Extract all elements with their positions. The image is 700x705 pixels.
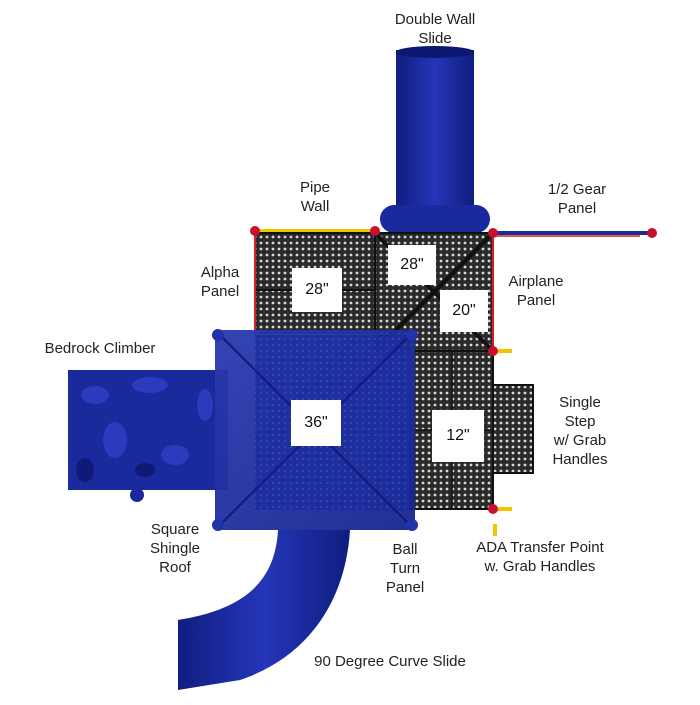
slide-deck-height: 28" [388, 245, 436, 285]
roof-deck-height: 36" [291, 400, 341, 446]
airplane-deck-height: 20" [440, 290, 488, 332]
label-line: Panel [516, 292, 556, 309]
label-line: 90 Degree Curve Slide [314, 653, 466, 670]
label-line: w/ Grab [553, 432, 607, 449]
step-deck-height: 12" [432, 410, 484, 462]
label-line: Shingle [149, 540, 201, 557]
label-line: Alpha [200, 264, 240, 281]
label-line: Single [559, 394, 601, 411]
label-line: Turn [389, 560, 421, 577]
label-line: Wall [300, 198, 330, 215]
label-ball-turn-panel: Ball Turn Panel [375, 540, 435, 597]
label-line: 1/2 Gear [547, 181, 607, 198]
label-line: Pipe [299, 179, 331, 196]
label-line: Bedrock Climber [44, 340, 156, 357]
gear-panel [492, 228, 657, 238]
label-line: Airplane [508, 273, 564, 290]
label-line: Slide [418, 30, 452, 47]
alpha-deck-height: 28" [292, 268, 342, 312]
label-single-step: Single Step w/ Grab Handles [540, 393, 620, 469]
label-square-shingle-roof: Square Shingle Roof [135, 520, 215, 577]
grab-handles [493, 349, 512, 536]
label-line: Handles [552, 451, 608, 468]
label-line: Roof [159, 559, 191, 576]
single-step [492, 384, 534, 474]
label-pipe-wall: Pipe Wall [285, 178, 345, 216]
label-gear-panel: 1/2 Gear Panel [527, 180, 627, 218]
label-ada-transfer-point: ADA Transfer Point w. Grab Handles [460, 538, 620, 576]
label-line: Step [564, 413, 596, 430]
label-line: Panel [557, 200, 597, 217]
label-line: Square [150, 521, 200, 538]
label-airplane-panel: Airplane Panel [496, 272, 576, 310]
label-line: Ball [392, 541, 418, 558]
label-line: Panel [385, 579, 425, 596]
label-line: Panel [200, 283, 240, 300]
label-line: Double Wall [394, 11, 476, 28]
label-curve-slide: 90 Degree Curve Slide [300, 652, 480, 671]
bedrock-climber [68, 370, 228, 502]
label-alpha-panel: Alpha Panel [190, 263, 250, 301]
label-double-wall-slide: Double Wall Slide [375, 10, 495, 48]
label-bedrock-climber: Bedrock Climber [25, 339, 175, 358]
curve-slide [178, 530, 350, 690]
double-wall-slide [380, 46, 490, 233]
posts [250, 226, 498, 514]
label-line: ADA Transfer Point [476, 539, 604, 556]
label-line: w. Grab Handles [484, 558, 596, 575]
